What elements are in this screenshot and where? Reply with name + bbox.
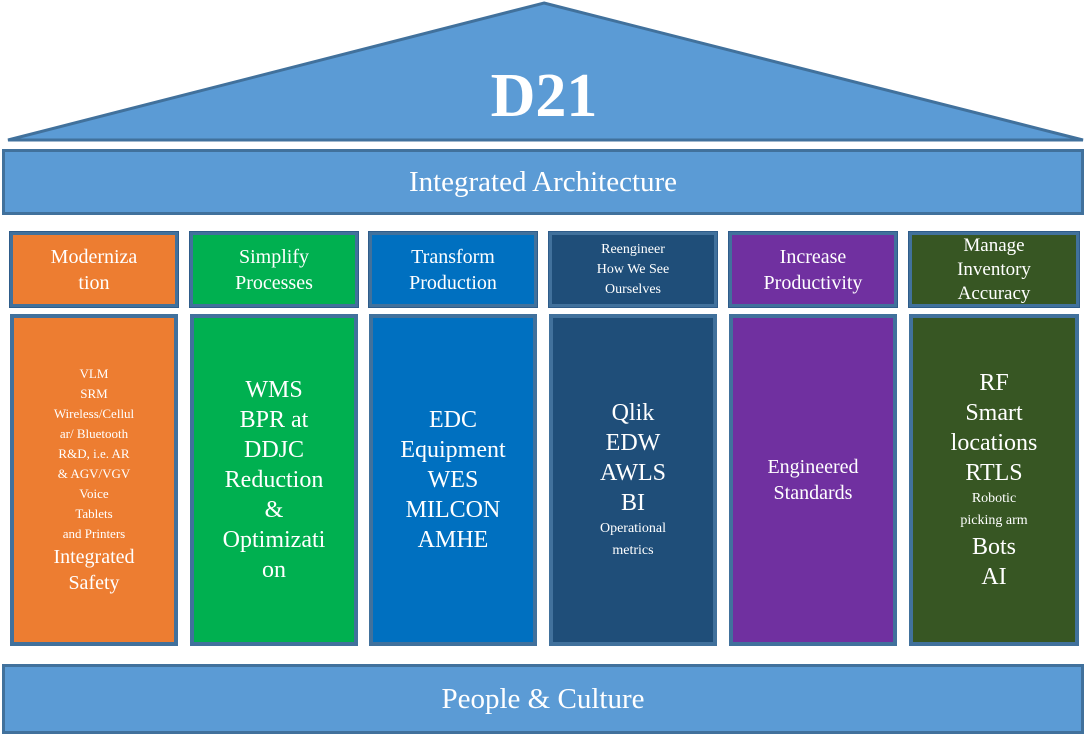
item: and Printers: [62, 526, 126, 541]
heading-line: Ourselves: [605, 281, 661, 297]
heading-line: Inventory: [957, 258, 1031, 280]
pillar-modernization-body: VLM SRM Wireless/Cellul ar/ Bluetooth R&…: [10, 314, 178, 646]
item: &: [264, 497, 284, 523]
item: AI: [981, 564, 1007, 590]
item: Safety: [68, 572, 120, 594]
item: RTLS: [965, 460, 1023, 486]
roof-triangle: [7, 1, 1084, 142]
item: locations: [950, 430, 1038, 456]
item: Bots: [971, 534, 1016, 560]
pillar-increase-productivity-heading: Increase Productivity: [728, 231, 898, 308]
item: Voice: [79, 486, 109, 501]
item: SRM: [80, 386, 108, 401]
heading-line: Transform: [411, 245, 495, 268]
item: EDC: [428, 407, 477, 433]
item: DDJC: [243, 437, 304, 463]
item: picking arm: [960, 513, 1028, 528]
item: MILCON: [405, 497, 501, 523]
heading-line: Productivity: [763, 271, 863, 294]
item: Optimizati: [222, 527, 326, 553]
pillar-modernization-heading: Moderniza tion: [9, 231, 179, 308]
integrated-architecture-band: Integrated Architecture: [2, 149, 1084, 215]
pillar-transform-production-body: EDC Equipment WES MILCON AMHE: [369, 314, 537, 646]
roof: [7, 1, 1084, 142]
heading-line: Processes: [235, 271, 313, 294]
item: WMS: [245, 377, 303, 403]
item: VLM: [79, 366, 109, 381]
item: ar/ Bluetooth: [59, 426, 129, 441]
pillar-simplify-processes-heading: Simplify Processes: [189, 231, 359, 308]
pillar-manage-inventory-body: RF Smart locations RTLS Robotic picking …: [909, 314, 1079, 646]
item: Qlik: [611, 400, 655, 426]
pillar-simplify-processes-body: WMS BPR at DDJC Reduction & Optimizati o…: [190, 314, 358, 646]
item: RF: [979, 370, 1009, 396]
heading-line: Reengineer: [601, 241, 665, 257]
item: WES: [427, 467, 479, 493]
item: EDW: [605, 430, 661, 456]
heading-line: How We See: [596, 261, 670, 277]
item: Smart: [965, 400, 1023, 426]
item: AMHE: [417, 527, 489, 553]
heading-line: Increase: [779, 245, 847, 268]
heading-line: tion: [78, 271, 110, 294]
item: Integrated: [53, 546, 135, 568]
item: Wireless/Cellul: [53, 406, 135, 421]
item: metrics: [612, 543, 654, 558]
item: R&D, i.e. AR: [58, 446, 130, 461]
heading-line: Simplify: [238, 245, 309, 268]
item: AWLS: [599, 460, 667, 486]
diagram-title: D21: [490, 62, 598, 130]
item: & AGV/VGV: [57, 466, 131, 481]
pillar-manage-inventory-heading: Manage Inventory Accuracy: [908, 231, 1080, 308]
item: BI: [621, 490, 645, 516]
item: Operational: [599, 521, 667, 536]
item: Standards: [773, 482, 853, 504]
item: BPR at: [239, 407, 309, 433]
item: Tablets: [75, 506, 113, 521]
people-culture-band: People & Culture: [2, 664, 1084, 734]
item: Engineered: [767, 456, 859, 478]
pillar-reengineer-body: Qlik EDW AWLS BI Operational metrics: [549, 314, 717, 646]
heading-line: Moderniza: [50, 245, 138, 268]
pillar-increase-productivity-body: Engineered Standards: [729, 314, 897, 646]
item: Reduction: [224, 467, 324, 493]
pillar-reengineer-heading: Reengineer How We See Ourselves: [548, 231, 718, 308]
heading-line: Manage: [963, 234, 1025, 256]
item: Equipment: [400, 437, 506, 463]
heading-line: Production: [409, 271, 497, 294]
pillar-transform-production-heading: Transform Production: [368, 231, 538, 308]
heading-line: Accuracy: [957, 282, 1031, 304]
item: on: [262, 557, 286, 583]
item: Robotic: [971, 491, 1017, 506]
